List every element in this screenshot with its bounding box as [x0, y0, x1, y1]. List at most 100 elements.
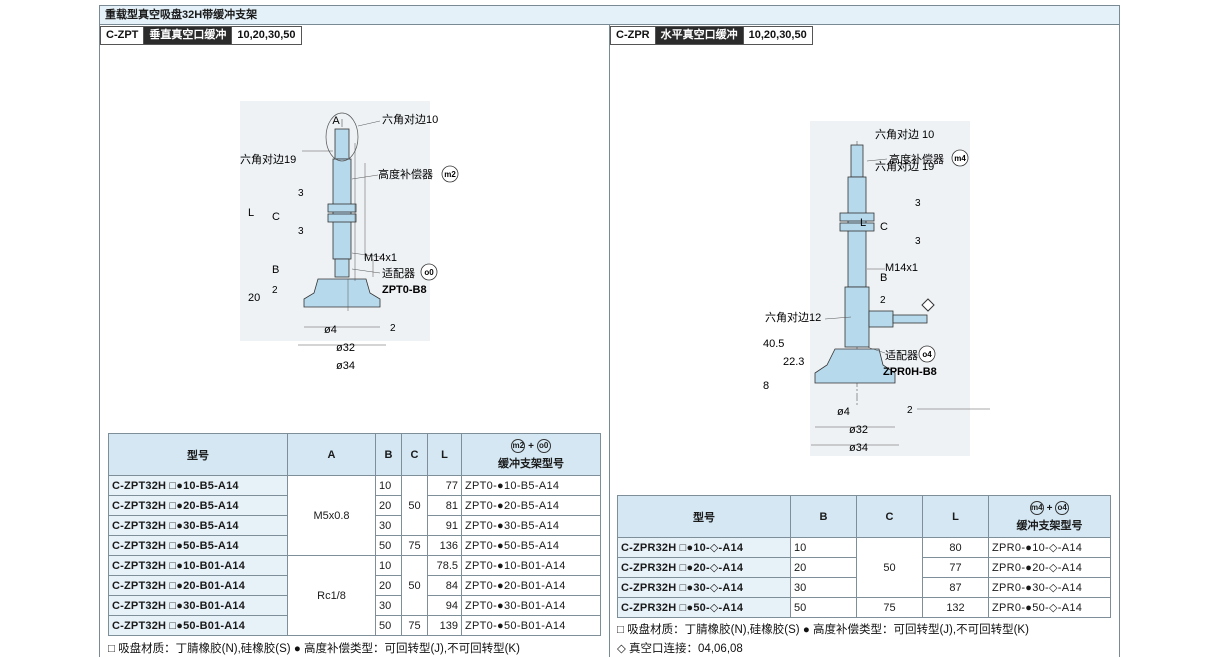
left-cell-l: 78.5: [427, 555, 462, 576]
right-spec-table: 型号 B C L m4 + o4 缓冲支架型号 C-ZPR32H □●10-◇-…: [617, 495, 1111, 618]
right-product-name: 水平真空口缓冲: [655, 27, 743, 44]
left-adapter-model: ZPT0-B8: [382, 284, 427, 296]
right-dim-8: 8: [763, 380, 769, 392]
left-stroke-list: 10,20,30,50: [231, 27, 301, 44]
right-label-hex12: 六角对边12: [765, 310, 821, 324]
right-th-o4-marker: o4: [1055, 500, 1070, 515]
right-cell-l: 77: [922, 557, 989, 578]
right-dim-3a: 3: [915, 198, 921, 209]
left-dim-3a: 3: [298, 188, 304, 199]
left-o0-marker: [420, 263, 438, 281]
right-dim-b: B: [880, 272, 887, 284]
right-o4-text: o4: [922, 350, 932, 359]
left-th-series-label: 缓冲支架型号: [498, 457, 564, 470]
left-th-plus: +: [528, 440, 534, 452]
table-row: C-ZPT32H □●50-B5-A14 50 75 136 ZPT0-●50-…: [108, 535, 601, 556]
right-section-header: C-ZPR 水平真空口缓冲 10,20,30,50: [610, 26, 813, 45]
left-cell-model: C-ZPT32H □●50-B5-A14: [108, 535, 288, 556]
page-title: 重载型真空吸盘32H带缓冲支架: [100, 6, 1119, 25]
right-port-fitting: [892, 314, 928, 324]
right-nut-lower: [839, 222, 875, 232]
left-cell-model: C-ZPT32H □●30-B01-A14: [108, 595, 288, 616]
table-row: C-ZPT32H □●10-B5-A14 M5x0.8 10 50 77 ZPT…: [108, 475, 601, 556]
left-cell-b: 10: [375, 555, 402, 576]
right-side-port: [868, 310, 894, 328]
right-m4-text: m4: [954, 154, 966, 163]
right-leader-adapter: [866, 346, 886, 354]
left-leader-adapter: [351, 268, 381, 274]
section-divider: [609, 25, 610, 657]
left-cell-series: ZPT0-●10-B5-A14: [461, 475, 601, 496]
left-cell-c: 50: [401, 475, 428, 536]
left-label-hex19: 六角对边19: [240, 152, 296, 166]
right-product-code: C-ZPR: [611, 27, 656, 44]
right-dim-d4: ø4: [837, 406, 850, 418]
left-cell-c: 75: [401, 615, 428, 636]
right-label-thread: M14x1: [885, 262, 918, 274]
left-th-l: L: [427, 433, 462, 476]
right-stroke-list: 10,20,30,50: [742, 27, 812, 44]
left-cell-series: ZPT0-●50-B01-A14: [461, 615, 601, 636]
left-cell-b: 50: [375, 615, 402, 636]
left-cell-b: 30: [375, 515, 402, 536]
right-o4-marker: [918, 345, 936, 363]
right-cell-model: C-ZPR32H □●30-◇-A14: [617, 577, 791, 598]
left-cell-series: ZPT0-●30-B5-A14: [461, 515, 601, 536]
left-cell-b: 20: [375, 575, 402, 596]
left-cell-c: 50: [401, 555, 428, 616]
right-dim-405: 40.5: [763, 338, 784, 350]
left-th-a: A: [287, 433, 376, 476]
right-dim-223: 22.3: [783, 356, 804, 368]
right-compensator-body: [847, 176, 867, 288]
right-dim-2: 2: [880, 295, 886, 306]
table-row: C-ZPT32H □●30-B01-A14 30 94 ZPT0-●30-B01…: [108, 595, 601, 616]
left-leader-hex10: [357, 120, 381, 127]
left-leader-thread: [351, 252, 383, 258]
left-section-header: C-ZPT 垂直真空口缓冲 10,20,30,50: [100, 26, 302, 45]
right-suction-pad: [814, 348, 896, 384]
left-cell-model: C-ZPT32H □●20-B5-A14: [108, 495, 288, 516]
right-footnote-2: ◇ 真空口连接：04,06,08: [617, 643, 743, 655]
left-label-thread: M14x1: [364, 252, 397, 264]
left-dim-l: L: [248, 207, 254, 219]
right-cell-model: C-ZPR32H □●50-◇-A14: [617, 597, 791, 618]
right-cell-model: C-ZPR32H □●20-◇-A14: [617, 557, 791, 578]
left-label-hex10: 六角对边10: [382, 112, 438, 126]
left-nut-lower: [327, 213, 357, 223]
left-cell-model: C-ZPT32H □●10-B01-A14: [108, 555, 288, 576]
right-cell-b: 30: [790, 577, 857, 598]
left-dim-b: B: [272, 264, 279, 276]
left-th-model: 型号: [108, 433, 288, 476]
left-dim-c: C: [272, 211, 280, 223]
left-dim-d34: ø34: [336, 360, 355, 372]
left-cell-series: ZPT0-●50-B5-A14: [461, 535, 601, 556]
left-hex10-part: [334, 128, 350, 160]
left-cell-a: Rc1/8: [287, 555, 376, 636]
right-cell-l: 80: [922, 537, 989, 558]
left-dim-d2: 2: [390, 323, 396, 334]
right-label-height-comp: 高度补偿器: [889, 152, 944, 166]
right-table-header-row: 型号 B C L m4 + o4 缓冲支架型号: [617, 495, 1111, 538]
left-label-adapter: 适配器: [382, 267, 415, 280]
right-cell-l: 132: [922, 597, 989, 618]
right-dim-3b: 3: [915, 236, 921, 247]
right-label-hex19: 六角对边 19: [875, 159, 934, 173]
left-product-code: C-ZPT: [101, 27, 145, 44]
left-dim-3b: 3: [298, 226, 304, 237]
right-th-b: B: [790, 495, 857, 538]
left-cell-l: 94: [427, 595, 462, 616]
table-row: C-ZPR32H □●10-◇-A14 10 50 80 ZPR0-●10-◇-…: [617, 537, 1111, 598]
left-cell-l: 136: [427, 535, 462, 556]
left-m2-marker: [441, 165, 459, 183]
left-cell-l: 81: [427, 495, 462, 516]
left-dim-20: 20: [248, 292, 260, 304]
right-dim-d2: 2: [907, 405, 913, 416]
left-o0-text: o0: [424, 268, 434, 277]
right-dimension-drawing: 六角对边 10 六角对边 19 高度补偿器 m4 L C 3 3 B 2 M14…: [763, 121, 990, 456]
right-label-adapter: 适配器: [885, 349, 918, 362]
left-suction-pad: [303, 278, 381, 308]
right-th-series-label: 缓冲支架型号: [1016, 519, 1083, 532]
right-adapter-model: ZPR0H-B8: [883, 366, 937, 378]
left-th-c: C: [401, 433, 428, 476]
left-th-o0-marker: o0: [536, 438, 551, 453]
